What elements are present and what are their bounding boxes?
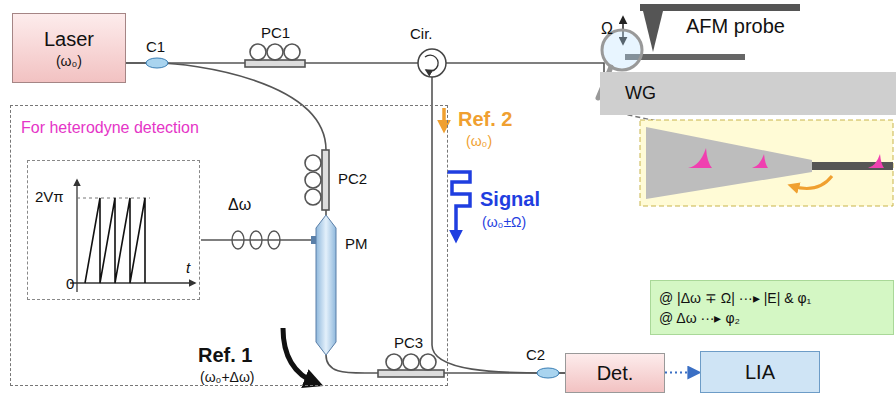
node-text: (ω₀) <box>56 53 82 69</box>
label: (ω₀±Ω) <box>482 214 526 230</box>
polarization-controller <box>245 44 305 67</box>
label: Δω <box>228 196 251 214</box>
label: C1 <box>146 38 165 55</box>
fiber-connector <box>446 63 604 72</box>
laser-box: Laser (ω₀) <box>12 13 126 83</box>
fiber-connector <box>432 77 565 373</box>
label: Ref. 1 <box>198 344 252 367</box>
afm-tip <box>643 11 663 52</box>
sawtooth-inset: 2Vπ 0 t <box>27 160 200 300</box>
phase-modulator <box>316 215 336 355</box>
node-text: 0 <box>66 275 74 292</box>
phase-modulator-box: PM <box>315 215 337 355</box>
node-text: Det. <box>597 362 634 385</box>
coupler <box>537 368 559 378</box>
fiber-connector <box>126 63 326 215</box>
node-text: @ |Δω ∓ Ω| ···▸ |E| & φ₁ <box>659 290 811 306</box>
label: Ω <box>601 20 613 38</box>
note-box: @ |Δω ∓ Ω| ···▸ |E| & φ₁ @ Δω ···▸ φ₂ <box>650 280 894 335</box>
detector-box: Det. <box>565 353 665 393</box>
label: Ref. 2 <box>458 108 512 131</box>
taper <box>646 127 812 199</box>
label: C2 <box>526 346 545 363</box>
label: AFM probe <box>686 15 785 38</box>
ref2-arrow <box>442 108 446 128</box>
label: (ω₀) <box>466 133 492 149</box>
sawtooth-wave <box>85 198 145 283</box>
waveguide: WG <box>600 72 896 115</box>
polarization-controller <box>378 354 444 377</box>
node-text: For heterodyne detection <box>21 119 199 137</box>
label: Signal <box>480 188 540 211</box>
rf-cable <box>201 231 311 249</box>
ref1-arrow <box>283 328 316 383</box>
circulator-symbol <box>418 49 446 77</box>
node-text: @ Δω ···▸ φ₂ <box>659 310 740 326</box>
label: (ω₀+Δω) <box>200 369 255 385</box>
pulse <box>688 148 712 168</box>
pulse <box>752 154 768 168</box>
node-text: t <box>186 259 190 276</box>
pm-electrode <box>311 236 316 244</box>
node-text: Laser <box>44 28 94 51</box>
signal-connector <box>665 372 700 374</box>
lockin-box: LIA <box>700 351 820 393</box>
signal-arrow <box>447 172 470 238</box>
axis <box>70 282 195 283</box>
node-text: PM <box>345 235 368 252</box>
polarization-controller <box>305 150 329 210</box>
circulator-arrow <box>425 55 438 71</box>
afm-holder <box>640 4 800 11</box>
afm-cantilever <box>625 54 745 60</box>
node-text: 2Vπ <box>35 188 64 205</box>
axis <box>76 180 77 292</box>
label: PC3 <box>394 334 423 351</box>
label: PC1 <box>261 24 290 41</box>
coupler <box>146 58 168 68</box>
node-text: LIA <box>745 361 775 384</box>
reflection-arrow <box>792 176 832 188</box>
node-text: WG <box>625 83 656 104</box>
pulse <box>868 154 884 168</box>
dashed-region: For heterodyne detection 2Vπ 0 t PM <box>10 105 448 386</box>
inset-frame <box>640 120 893 206</box>
node-text: Cir. <box>410 25 433 42</box>
level-line <box>77 198 150 199</box>
circulator: Cir. <box>418 49 446 77</box>
label: PC2 <box>338 170 367 187</box>
